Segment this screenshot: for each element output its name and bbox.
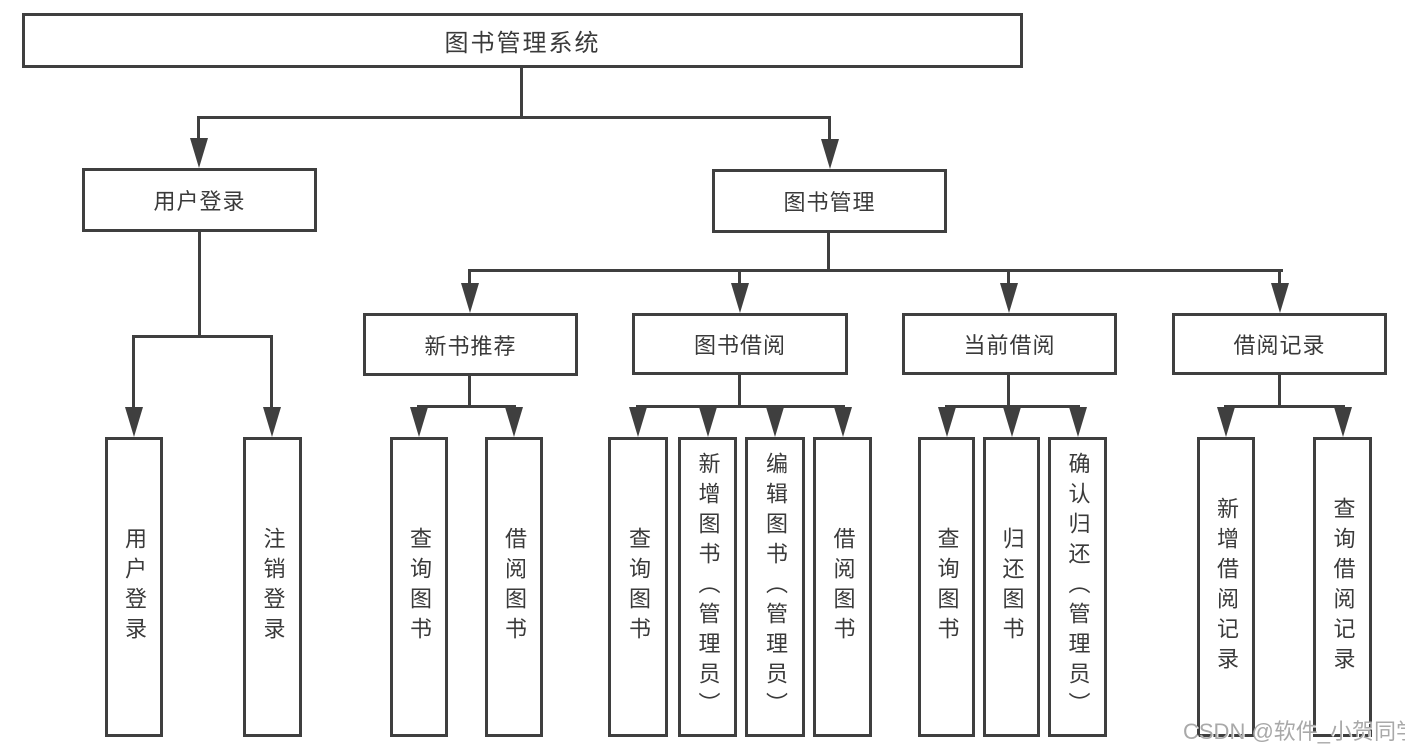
arrow-down-icon [1217,407,1235,437]
connector-userlogin-hline [132,335,273,338]
node-new-book-rec: 新书推荐 [363,313,578,376]
arrow-down-icon [461,283,479,313]
arrow-down-icon [766,407,784,437]
leaf-user-login: 用户登录 [105,437,163,737]
connector-bookmgmt-drop3 [1007,269,1010,287]
leaf-label: 借阅图书 [830,527,856,647]
leaf-add-borrow-record: 新增借阅记录 [1197,437,1255,737]
node-current-borrow: 当前借阅 [902,313,1117,375]
leaf-confirm-return-admin: 确认归还（管理员） [1048,437,1107,737]
leaf-label: 查询图书 [626,527,651,647]
connector-bookmgmt-drop4 [1278,269,1281,287]
connector-bookmgmt-drop1 [468,269,471,287]
leaf-borrow-books-1: 借阅图书 [485,437,543,737]
leaf-logout: 注销登录 [243,437,302,737]
node-user-login-branch: 用户登录 [82,168,317,232]
leaf-label: 查询图书 [407,527,432,647]
arrow-down-icon [938,407,956,437]
leaf-label: 查询借阅记录 [1330,497,1356,677]
arrow-down-icon [699,407,717,437]
node-root: 图书管理系统 [22,13,1023,68]
node-borrow-records: 借阅记录 [1172,313,1387,375]
connector-records-hline [1224,405,1345,408]
arrow-down-icon [821,139,839,169]
leaf-return-books: 归还图书 [983,437,1040,737]
connector-bookmgmt-hline [468,269,1283,272]
connector-userlogin-drop1 [132,335,135,409]
leaf-query-books-1: 查询图书 [390,437,448,737]
connector-borrow-hline [636,405,845,408]
connector-l1-drop-left [197,116,200,142]
arrow-down-icon [190,138,208,168]
leaf-label: 查询图书 [934,527,960,647]
connector-newbook-hline [417,405,516,408]
leaf-label: 编辑图书（管理员） [763,452,788,722]
arrow-down-icon [1334,407,1352,437]
node-label: 当前借阅 [963,333,1056,358]
leaf-edit-books-admin: 编辑图书（管理员） [745,437,805,737]
connector-userlogin-drop2 [270,335,273,409]
arrow-down-icon [629,407,647,437]
arrow-down-icon [1069,407,1087,437]
connector-borrow-stem [738,373,741,407]
arrow-down-icon [834,407,852,437]
arrow-down-icon [125,407,143,437]
leaf-label: 借阅图书 [502,527,527,647]
node-label: 借阅记录 [1233,333,1326,358]
node-label: 图书借阅 [693,333,786,358]
connector-bookmgmt-drop2 [738,269,741,287]
connector-l1-hline [197,116,831,119]
connector-current-stem [1007,373,1010,407]
connector-records-stem [1278,373,1281,407]
leaf-label: 注销登录 [260,527,286,647]
node-label: 新书推荐 [424,333,517,359]
connector-bookmgmt-stem [827,231,830,271]
leaf-add-books-admin: 新增图书（管理员） [678,437,737,737]
leaf-label: 归还图书 [999,527,1025,647]
leaf-label: 用户登录 [122,527,147,647]
leaf-borrow-books-2: 借阅图书 [813,437,872,737]
node-label: 图书管理 [783,190,876,215]
leaf-label: 确认归还（管理员） [1065,452,1091,722]
arrow-down-icon [1000,283,1018,313]
node-root-label: 图书管理系统 [444,30,601,57]
connector-root-stem [520,66,523,118]
arrow-down-icon [410,407,428,437]
connector-l1-drop-right [828,116,831,142]
arrow-down-icon [505,407,523,437]
leaf-query-books-3: 查询图书 [918,437,975,737]
connector-userlogin-stem [198,230,201,337]
arrow-down-icon [731,283,749,313]
leaf-label: 新增借阅记录 [1214,497,1239,677]
arrow-down-icon [1271,283,1289,313]
node-label: 用户登录 [153,189,246,214]
arrow-down-icon [1003,407,1021,437]
leaf-label: 新增图书（管理员） [695,452,721,722]
csdn-watermark: CSDN @软件_小贺同学 [1183,719,1405,744]
connector-newbook-stem [468,374,471,407]
leaf-query-books-2: 查询图书 [608,437,668,737]
node-book-mgmt-branch: 图书管理 [712,169,947,233]
leaf-query-borrow-record: 查询借阅记录 [1313,437,1372,737]
arrow-down-icon [263,407,281,437]
connector-current-hline [945,405,1080,408]
node-book-borrow: 图书借阅 [632,313,848,375]
